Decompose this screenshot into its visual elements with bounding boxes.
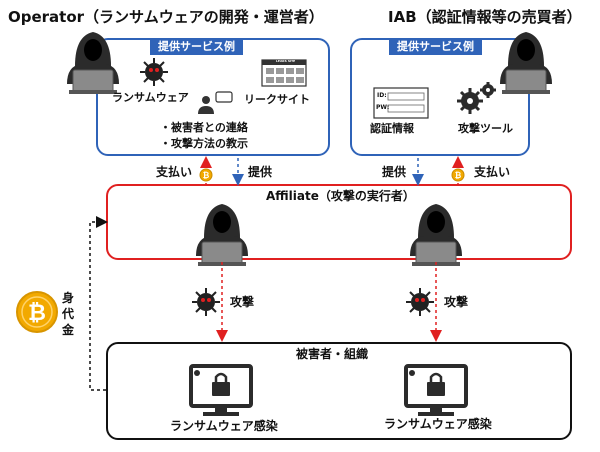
operator-hacker-icon bbox=[66, 31, 120, 95]
attack-right-label: 攻撃 bbox=[444, 295, 469, 309]
operator-bullet-contact: ・被害者との連絡 bbox=[160, 121, 248, 134]
ransomware-label: ランサムウェア bbox=[112, 91, 189, 104]
attack-virus-left-icon bbox=[191, 287, 221, 317]
leaksite-label: リークサイト bbox=[244, 93, 310, 106]
infected-right-label: ランサムウェア感染 bbox=[384, 417, 492, 431]
attack-left-label: 攻撃 bbox=[230, 295, 255, 309]
tools-label: 攻撃ツール bbox=[458, 122, 513, 135]
credentials-label: 認証情報 bbox=[370, 122, 414, 135]
contact-person-icon bbox=[198, 91, 233, 114]
ransom-label: 身代金 bbox=[62, 291, 75, 337]
credentials-form-icon bbox=[373, 87, 429, 119]
svg-text:₿: ₿ bbox=[28, 301, 46, 326]
affiliate-title: Affiliate（攻撃の実行者） bbox=[266, 189, 415, 203]
gear-icon bbox=[457, 82, 496, 114]
leaksite-header: LEAKS SITE bbox=[276, 59, 296, 63]
id-field-label: ID: bbox=[377, 92, 387, 99]
affiliate-hacker-right-icon bbox=[409, 203, 463, 267]
ransom-arrow bbox=[89, 216, 108, 391]
pay-left-label: 支払い bbox=[156, 165, 193, 179]
iab-hacker-icon bbox=[499, 31, 553, 95]
infected-left-label: ランサムウェア感染 bbox=[170, 419, 278, 433]
affiliate-box bbox=[106, 184, 572, 260]
affiliate-hacker-left-icon bbox=[195, 203, 249, 267]
iab-title: IAB（認証情報等の売買者） bbox=[388, 8, 582, 26]
operator-bullet-guidance: ・攻撃方法の教示 bbox=[160, 137, 248, 150]
locked-monitor-right-icon bbox=[404, 364, 468, 418]
victim-title: 被害者・組織 bbox=[296, 347, 369, 361]
coin-right-icon bbox=[451, 168, 465, 182]
pw-field-label: PW: bbox=[376, 104, 390, 111]
provide-left-label: 提供 bbox=[248, 165, 273, 179]
locked-monitor-left-icon bbox=[189, 364, 253, 418]
attack-virus-right-icon bbox=[405, 287, 435, 317]
leaksite-window-icon bbox=[261, 59, 307, 87]
operator-service-tag: 提供サービス例 bbox=[150, 38, 243, 55]
pay-right-label: 支払い bbox=[474, 165, 511, 179]
provide-right-label: 提供 bbox=[382, 165, 407, 179]
iab-service-tag: 提供サービス例 bbox=[389, 38, 482, 55]
ransomware-virus-icon bbox=[139, 57, 169, 87]
bitcoin-icon: ₿ bbox=[16, 291, 58, 333]
operator-title: Operator（ランサムウェアの開発・運営者） bbox=[8, 8, 324, 26]
coin-left-icon bbox=[199, 168, 213, 182]
victim-box bbox=[106, 342, 572, 440]
